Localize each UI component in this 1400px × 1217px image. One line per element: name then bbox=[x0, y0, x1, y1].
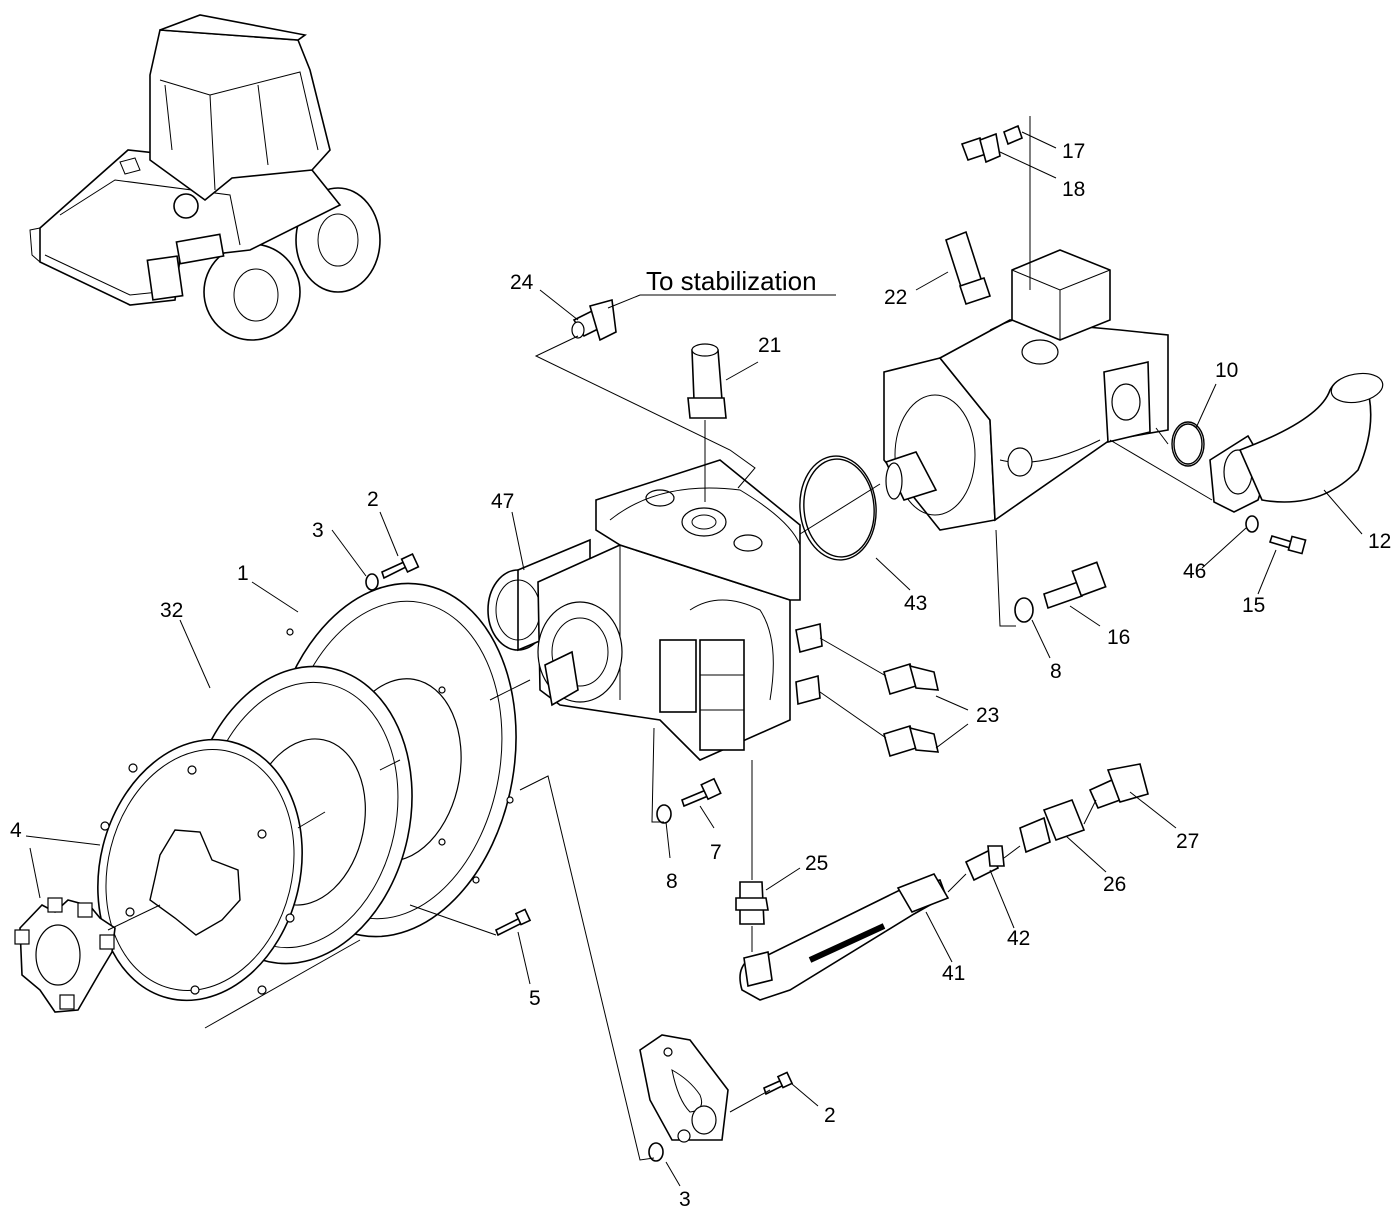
callout-12: 12 bbox=[1368, 530, 1391, 553]
callout-16: 16 bbox=[1107, 626, 1130, 649]
hydraulic-motor bbox=[883, 249, 1169, 531]
drive-coupling-assembly bbox=[14, 582, 531, 1029]
fitting-21 bbox=[687, 343, 727, 419]
callout-25: 25 bbox=[805, 852, 828, 875]
callout-18: 18 bbox=[1062, 178, 1085, 201]
callout-5: 5 bbox=[529, 987, 541, 1010]
callout-8-upper: 8 bbox=[1050, 660, 1062, 683]
pressure-sensors bbox=[883, 662, 940, 758]
callout-8-lower: 8 bbox=[666, 870, 678, 893]
annotation-to-stabilization: To stabilization bbox=[646, 266, 817, 296]
callout-46: 46 bbox=[1183, 560, 1206, 583]
callout-3-upper: 3 bbox=[312, 519, 324, 542]
callout-21: 21 bbox=[758, 334, 781, 357]
callout-22: 22 bbox=[884, 286, 907, 309]
callout-15: 15 bbox=[1242, 594, 1265, 617]
mounting-bracket bbox=[639, 1034, 794, 1162]
callout-10: 10 bbox=[1215, 359, 1238, 382]
washer-8-upper bbox=[1014, 597, 1034, 623]
callout-42: 42 bbox=[1007, 927, 1030, 950]
callout-2-upper: 2 bbox=[367, 488, 379, 511]
callout-3-lower: 3 bbox=[679, 1188, 691, 1211]
callout-41: 41 bbox=[942, 962, 965, 985]
callout-32: 32 bbox=[160, 599, 183, 622]
callout-labels: To stabilization 1 2 2 3 3 4 5 7 8 8 10 … bbox=[10, 140, 1391, 1211]
washer-46 bbox=[1245, 515, 1259, 533]
callout-27: 27 bbox=[1176, 830, 1199, 853]
callout-47: 47 bbox=[491, 490, 514, 513]
callout-2-lower: 2 bbox=[824, 1104, 836, 1127]
callout-1: 1 bbox=[237, 562, 249, 585]
elbow-fitting-24 bbox=[571, 298, 617, 342]
callout-7: 7 bbox=[710, 841, 722, 864]
fittings-17-18 bbox=[960, 124, 1023, 164]
bolt-7 bbox=[681, 777, 722, 808]
o-ring-10 bbox=[1171, 421, 1205, 467]
o-ring-43 bbox=[799, 455, 877, 561]
hydraulic-pump bbox=[487, 459, 823, 761]
callout-26: 26 bbox=[1103, 873, 1126, 896]
vehicle-overview-illustration bbox=[29, 14, 381, 341]
callout-24: 24 bbox=[510, 271, 534, 294]
leader-lines bbox=[25, 116, 1363, 1187]
bolt-16 bbox=[1043, 561, 1107, 610]
coupling-star bbox=[14, 897, 116, 1013]
fitting-22 bbox=[945, 230, 992, 306]
fasteners-left bbox=[365, 553, 532, 937]
callout-23: 23 bbox=[976, 704, 999, 727]
elbow-pipe-12 bbox=[1209, 372, 1384, 513]
hose-assembly bbox=[735, 763, 1149, 1001]
callout-4: 4 bbox=[10, 819, 22, 842]
bolt-15 bbox=[1268, 535, 1307, 555]
coupling-disc bbox=[97, 738, 303, 1002]
callout-43: 43 bbox=[904, 592, 927, 615]
washer-8-lower bbox=[656, 804, 672, 824]
callout-17: 17 bbox=[1062, 140, 1085, 163]
